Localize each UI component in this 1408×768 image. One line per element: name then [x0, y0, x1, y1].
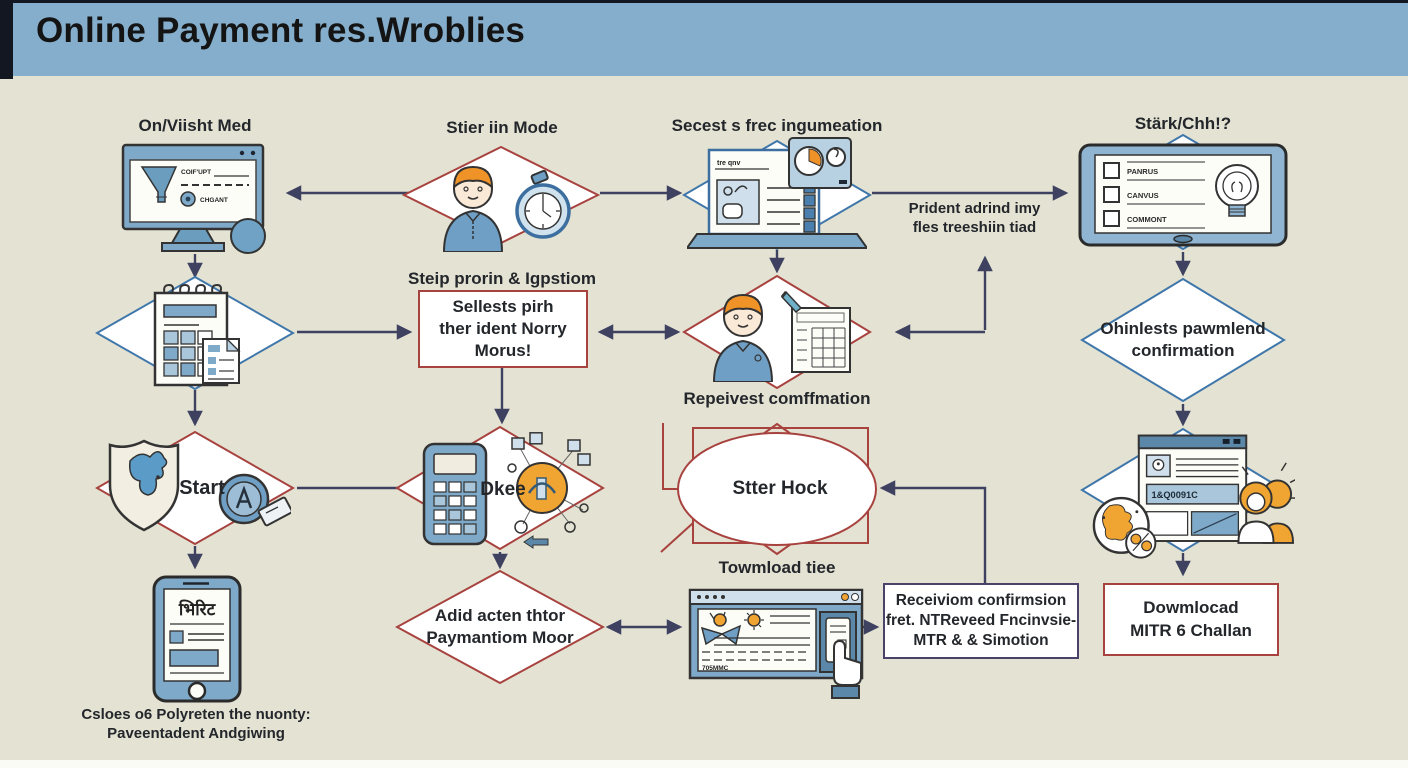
ster-hock-text: Stter Hock — [732, 478, 828, 499]
dkee-text: Dkee — [480, 479, 526, 500]
monitor-screen-text-2: CHGANT — [200, 197, 228, 204]
select-bank-label: Steip prorin & Igpstiom — [408, 269, 596, 288]
stark-node-label: Stärk/Chh!? — [1134, 114, 1232, 133]
header-corner-notch — [0, 3, 13, 79]
monitor-screen-text-1: COIF'UPT — [181, 169, 211, 176]
select-info-node-label: Secest s frec ingumeation — [671, 116, 883, 135]
page-title: Online Payment res.Wroblies — [36, 11, 526, 50]
browser-account-field: 1&Q0091C — [1152, 490, 1199, 500]
bottom-margin-strip — [0, 760, 1408, 768]
browser-hand-click-icon: 705MMC — [688, 588, 864, 699]
signin-node-label: Stier iin Mode — [446, 118, 558, 137]
checklist-item-2: CANVUS — [1127, 191, 1159, 200]
checklist-item-1: PANRUS — [1127, 167, 1158, 176]
shield-badge-icon — [108, 439, 291, 532]
download-challan-box: Dowmlocad MITR 6 Challan — [1103, 583, 1279, 656]
calculator-network-icon — [422, 432, 591, 549]
townload-screen-text: 705MMC — [702, 665, 729, 672]
header-bar: Online Payment res.Wroblies — [0, 0, 1408, 79]
phone-screen-text: भिरिट — [178, 599, 217, 619]
start-text: Start — [179, 477, 225, 499]
phone-caption: Csloes o6 Polyreten the nuonty: Paveenta… — [81, 706, 311, 742]
receiviom-box: Receiviom confirmsion fret. NTReveed Fnc… — [883, 583, 1079, 659]
online-confirm-text: Ohinlests pawmlend confirmation — [1100, 318, 1266, 360]
browser-globe-people-icon: 1&Q0091C — [1092, 434, 1295, 559]
add-action-text: Adid acten thtor Paymantiom Moor — [426, 605, 574, 647]
visit-node-label: On/Viisht Med — [138, 116, 252, 135]
person-stopwatch-icon — [442, 165, 571, 252]
desktop-monitor-icon: COIF'UPT CHGANT — [121, 143, 266, 254]
online-confirm-diamond — [1080, 277, 1286, 407]
calculator-notepad-icon — [153, 283, 241, 387]
laptop-form-icon: tre qnv — [687, 137, 867, 249]
townload-label: Towmload tiee — [718, 558, 836, 577]
add-action-diamond — [394, 569, 606, 689]
checklist-item-3: COMMONT — [1127, 215, 1167, 224]
smartphone-icon: भिरिट — [152, 575, 242, 703]
laptop-screen-text: tre qnv — [717, 160, 740, 167]
receive-confirm-label: Repeivest comffmation — [683, 389, 871, 408]
person-spreadsheet-icon — [712, 290, 851, 382]
prident-arrow-note: Prident adrind imy fles treeshiin tiad — [908, 200, 1041, 236]
select-bank-box: Sellests pirh ther ident Norry Morus! — [418, 290, 588, 368]
tablet-checklist-icon: PANRUS CANVUS COMMONT — [1078, 143, 1288, 247]
